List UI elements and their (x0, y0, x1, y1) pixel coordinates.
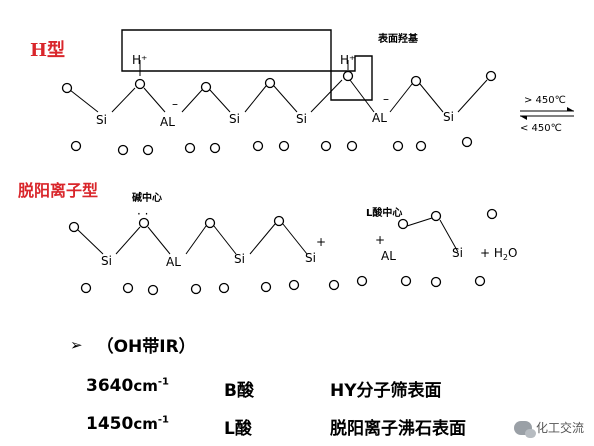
oxygen-atom (415, 140, 427, 152)
dealuminated-atoms (68, 208, 498, 296)
h-type-atoms (61, 70, 497, 156)
svg-text:–: – (383, 92, 389, 106)
svg-text:Si: Si (305, 251, 316, 265)
oxygen-atom (346, 140, 358, 152)
svg-text:AL: AL (166, 255, 181, 269)
svg-text:Si: Si (452, 246, 463, 260)
surface-description: HY分子筛表面 (330, 381, 442, 401)
surface-description: 脱阳离子沸石表面 (330, 419, 466, 439)
acid-type: L酸 (224, 419, 252, 439)
oxygen-atom (410, 75, 422, 87)
oxygen-atom (70, 140, 82, 152)
svg-text:H⁺: H⁺ (132, 53, 147, 67)
wavenumber: 1450cm-1 (86, 414, 169, 434)
h-type-title: H型 (30, 39, 65, 61)
svg-text:+: + (375, 233, 385, 247)
svg-text:Si: Si (443, 110, 454, 124)
oxygen-atom (278, 140, 290, 152)
oxygen-atom (134, 78, 146, 90)
oxygen-atom (273, 215, 285, 227)
dealuminated-element-labels: Si AL Si Si + AL + Si + H2O (101, 233, 517, 269)
oxygen-atom (190, 283, 202, 295)
oxygen-atom (200, 81, 212, 93)
oxygen-atom (474, 275, 486, 287)
svg-text:H⁺: H⁺ (340, 53, 355, 67)
svg-text:Si: Si (96, 113, 107, 127)
oxygen-atom (138, 217, 150, 229)
dealuminated-bonds (77, 217, 459, 255)
svg-text:AL: AL (381, 249, 396, 263)
oxygen-atom (400, 275, 412, 287)
svg-text:AL: AL (372, 111, 387, 125)
svg-text:Si: Si (229, 112, 240, 126)
temperature-equilibrium: > 450℃ < 450℃ (520, 95, 574, 134)
oxygen-atom (209, 142, 221, 154)
h-type-bonds (69, 60, 488, 113)
acid-type: B酸 (224, 381, 254, 401)
temp-below-label: < 450℃ (520, 123, 562, 134)
oxygen-atom (61, 82, 73, 94)
surface-hydroxyl-label: 表面羟基 (377, 32, 419, 45)
watermark-text: 化工交流 (535, 421, 584, 435)
ir-heading: ➢ （OH带IR） (70, 332, 196, 358)
ir-heading-text: （OH带IR） (96, 337, 196, 357)
oxygen-atom (184, 142, 196, 154)
base-center-label: 碱中心 (132, 191, 162, 204)
dealuminated-type-title: 脱阳离子型 (18, 181, 98, 200)
oxygen-atom (218, 282, 230, 294)
hydroxyl-highlight-box (121, 29, 373, 101)
oxygen-atom (80, 282, 92, 294)
oxygen-atom (486, 208, 498, 220)
oxygen-atom (117, 144, 129, 156)
svg-text:+ H2O: + H2O (480, 246, 517, 262)
temp-above-label: > 450℃ (524, 95, 566, 106)
svg-text:Si: Si (101, 254, 112, 268)
oxygen-atom (356, 275, 368, 287)
zeolite-structure-diagram: H型 表面羟基 (18, 29, 574, 296)
oxygen-atom (328, 279, 340, 291)
oxygen-atom (264, 77, 276, 89)
oxygen-atom (430, 210, 442, 222)
wechat-icon (513, 420, 536, 438)
oxygen-atom (392, 140, 404, 152)
h-type-element-labels: Si AL – Si Si AL – Si H⁺ H⁺ (96, 53, 454, 129)
svg-text:· ·: · · (137, 207, 148, 221)
oxygen-atom (260, 281, 272, 293)
oxygen-atom (204, 217, 216, 229)
oxygen-atom (252, 140, 264, 152)
oxygen-atom (397, 218, 409, 230)
svg-text:+: + (316, 235, 326, 249)
wavenumber: 3640cm-1 (86, 376, 169, 396)
svg-text:Si: Si (296, 112, 307, 126)
oxygen-atom (122, 282, 134, 294)
oxygen-atom (485, 70, 497, 82)
oxygen-atom (430, 276, 442, 288)
oxygen-atom (288, 279, 300, 291)
oxygen-atom (342, 70, 354, 82)
watermark: 化工交流 (513, 419, 584, 438)
oxygen-atom (461, 136, 473, 148)
svg-text:–: – (172, 97, 178, 111)
oxygen-atom (320, 140, 332, 152)
bullet-arrow-icon: ➢ (70, 335, 83, 354)
svg-text:Si: Si (234, 252, 245, 266)
l-acid-center-label: L酸中心 (366, 206, 402, 219)
oxygen-atom (147, 284, 159, 296)
oxygen-atom (142, 144, 154, 156)
svg-text:AL: AL (160, 115, 175, 129)
oxygen-atom (68, 221, 80, 233)
